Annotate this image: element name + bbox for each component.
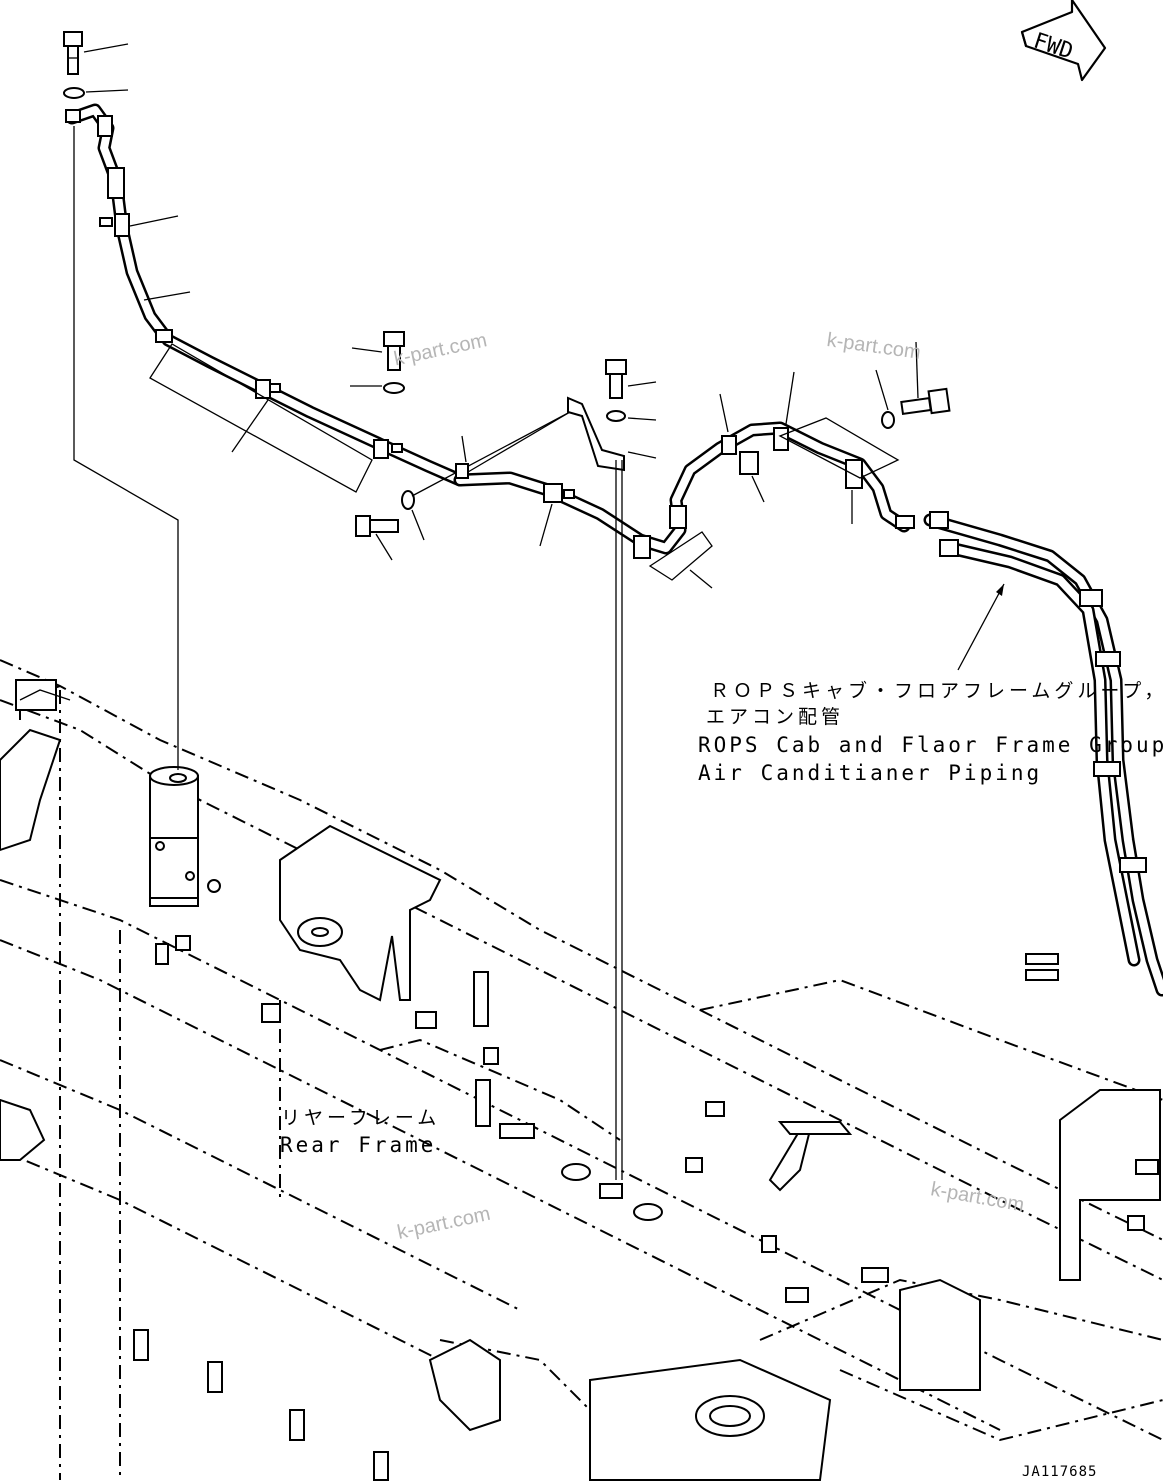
fwd-direction-badge: FWD [1020,0,1107,82]
callout-rops-cab: ＲＯＰＳキャブ・フロアフレームグループ， エアコン配管 ROPS Cab and… [698,679,1163,785]
bracket-icon [411,396,625,497]
bolt-top-right-icon [875,341,951,429]
hose-center-section [453,371,915,589]
rops-cab-label-jp-2: エアコン配管 [706,706,844,728]
hose-assembly [65,103,467,487]
leader-lines [73,126,623,1180]
watermark: k-part.com [929,1178,1026,1216]
rops-cab-label-jp: ＲＯＰＳキャブ・フロアフレームグループ， [710,679,1163,702]
bolt-middle-left-icon [350,331,405,394]
hose-clamp-icon [149,329,403,493]
rops-cab-label-en-2: Air Canditianer Piping [698,761,1042,785]
drawing-code: JA117685 [1022,1464,1097,1480]
callout-rear-frame: リヤーフレーム Rear Frame [280,1107,440,1157]
rops-cab-label-en: ROPS Cab and Flaor Frame Group, [698,733,1163,757]
bolt-lower-left-icon [355,490,425,561]
frame-components [0,679,1161,1481]
rear-frame-label-jp: リヤーフレーム [281,1107,440,1129]
top-bolt-icon [63,31,129,75]
fwd-label: FWD [1030,29,1076,65]
watermark: k-part.com [392,329,489,370]
aircon-piping [923,511,1163,997]
bolt-middle-right-icon [605,359,657,459]
rear-frame-label-en: Rear Frame [280,1133,436,1157]
top-washer-icon [63,87,129,99]
watermark: k-part.com [825,329,922,364]
watermark: k-part.com [395,1203,492,1244]
